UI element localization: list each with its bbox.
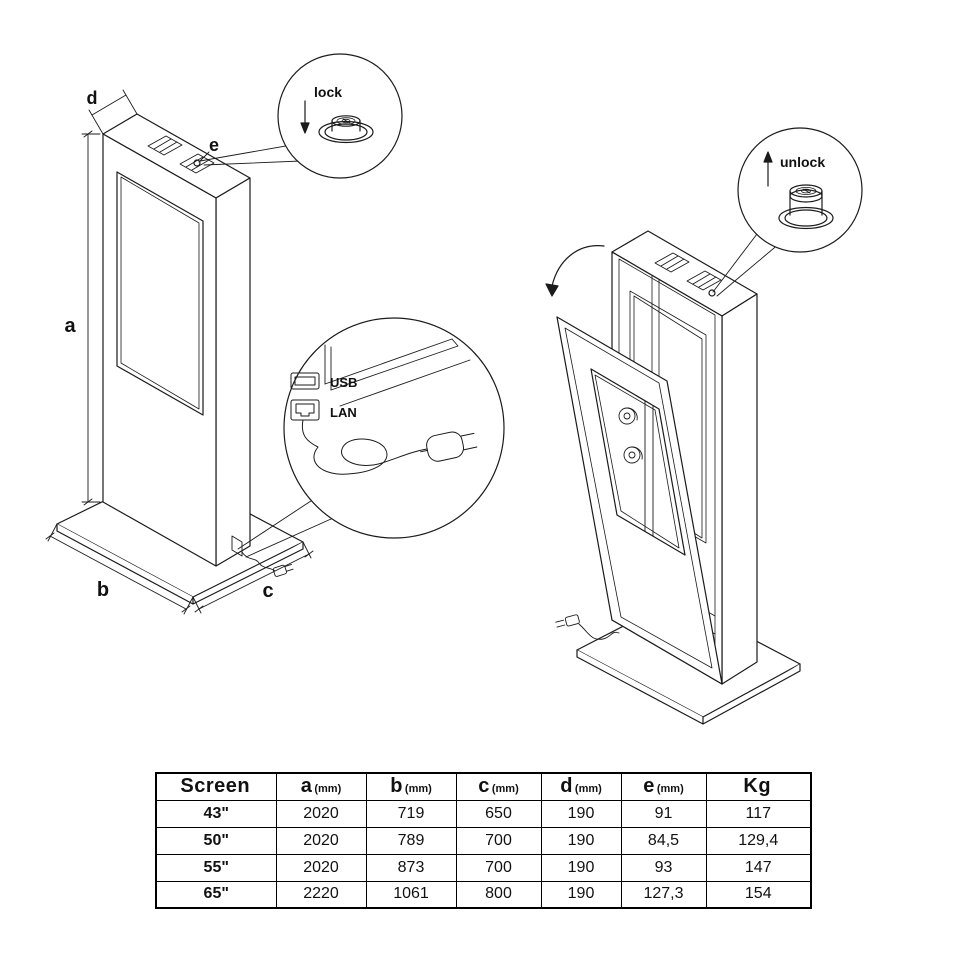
usb-port-icon (290, 372, 320, 390)
cell-e: 93 (620, 853, 707, 882)
lock-label: lock (314, 84, 342, 100)
kiosk-side-face (215, 177, 251, 567)
lock-keyhole-dot (193, 159, 201, 167)
lan-label: LAN (330, 405, 357, 420)
vent-grille-icon (654, 252, 722, 291)
header-b: b(mm) (365, 772, 457, 801)
table-row: 50" 2020 789 700 190 84,5 129,4 (155, 826, 812, 855)
usb-label: USB (330, 375, 357, 390)
header-kg: Kg (705, 772, 812, 801)
cell-c: 700 (455, 826, 542, 855)
header-a: a(mm) (275, 772, 367, 801)
lock-callout (199, 53, 403, 179)
unlock-label: unlock (780, 154, 825, 170)
lock-button-icon (318, 115, 374, 144)
cam-lock-icon (618, 407, 638, 425)
header-c: c(mm) (455, 772, 542, 801)
closed-kiosk-drawing (56, 113, 304, 605)
dim-label-e: e (209, 135, 219, 155)
kiosk-front-face (102, 133, 217, 567)
base-connector-cable (231, 535, 294, 577)
cell-d: 190 (540, 880, 622, 909)
cell-c: 650 (455, 799, 542, 828)
header-screen: Screen (155, 772, 277, 801)
power-cable (301, 419, 478, 475)
down-arrow-icon (300, 100, 310, 134)
kiosk-screen (116, 171, 204, 416)
open-door (556, 316, 723, 685)
cell-kg: 154 (705, 880, 812, 909)
unlock-button-icon (778, 184, 834, 230)
lock-keyhole-dot-open (708, 289, 716, 297)
vent-grille-icon (147, 135, 215, 174)
open-kiosk-drawing (545, 230, 801, 725)
ports-callout (237, 317, 505, 558)
cell-screen: 43" (155, 799, 277, 828)
cell-d: 190 (540, 826, 622, 855)
cell-e: 127,3 (620, 880, 707, 909)
cell-e: 91 (620, 799, 707, 828)
header-e: e(mm) (620, 772, 707, 801)
cell-d: 190 (540, 799, 622, 828)
table-row: 43" 2020 719 650 190 91 117 (155, 799, 812, 828)
cam-lock-icon (623, 446, 643, 464)
cell-a: 2020 (275, 826, 367, 855)
lan-port-icon (290, 399, 320, 421)
unlock-callout (712, 127, 863, 297)
cell-a: 2020 (275, 853, 367, 882)
cell-c: 800 (455, 880, 542, 909)
ports-callout-circle (283, 317, 505, 539)
power-cord (555, 614, 620, 640)
cell-screen: 50" (155, 826, 277, 855)
cell-kg: 129,4 (705, 826, 812, 855)
cell-c: 700 (455, 853, 542, 882)
up-arrow-icon (763, 151, 773, 187)
cell-a: 2020 (275, 799, 367, 828)
panel-edges (324, 338, 471, 407)
power-plug-icon (420, 431, 478, 462)
table-header-row: Screen a(mm) b(mm) c(mm) d(mm) e(mm) Kg (155, 772, 812, 801)
open-kiosk-side-face (721, 293, 758, 685)
table-row: 55" 2020 873 700 190 93 147 (155, 853, 812, 882)
dim-label-c: c (262, 580, 273, 602)
header-d: d(mm) (540, 772, 622, 801)
cell-screen: 65" (155, 880, 277, 909)
cell-e: 84,5 (620, 826, 707, 855)
cell-kg: 117 (705, 799, 812, 828)
swing-arrow-icon (545, 245, 605, 297)
cell-screen: 55" (155, 853, 277, 882)
cell-kg: 147 (705, 853, 812, 882)
table-row: 65" 2220 1061 800 190 127,3 154 (155, 880, 812, 909)
cell-b: 1061 (365, 880, 457, 909)
cell-b: 719 (365, 799, 457, 828)
cell-b: 873 (365, 853, 457, 882)
dim-label-d: d (87, 88, 98, 108)
dim-label-b: b (97, 579, 109, 601)
cell-d: 190 (540, 853, 622, 882)
dim-label-a: a (64, 315, 76, 337)
dimensions-table: Screen a(mm) b(mm) c(mm) d(mm) e(mm) Kg … (155, 772, 812, 909)
cell-b: 789 (365, 826, 457, 855)
dimension-lines (45, 89, 314, 615)
cell-a: 2220 (275, 880, 367, 909)
